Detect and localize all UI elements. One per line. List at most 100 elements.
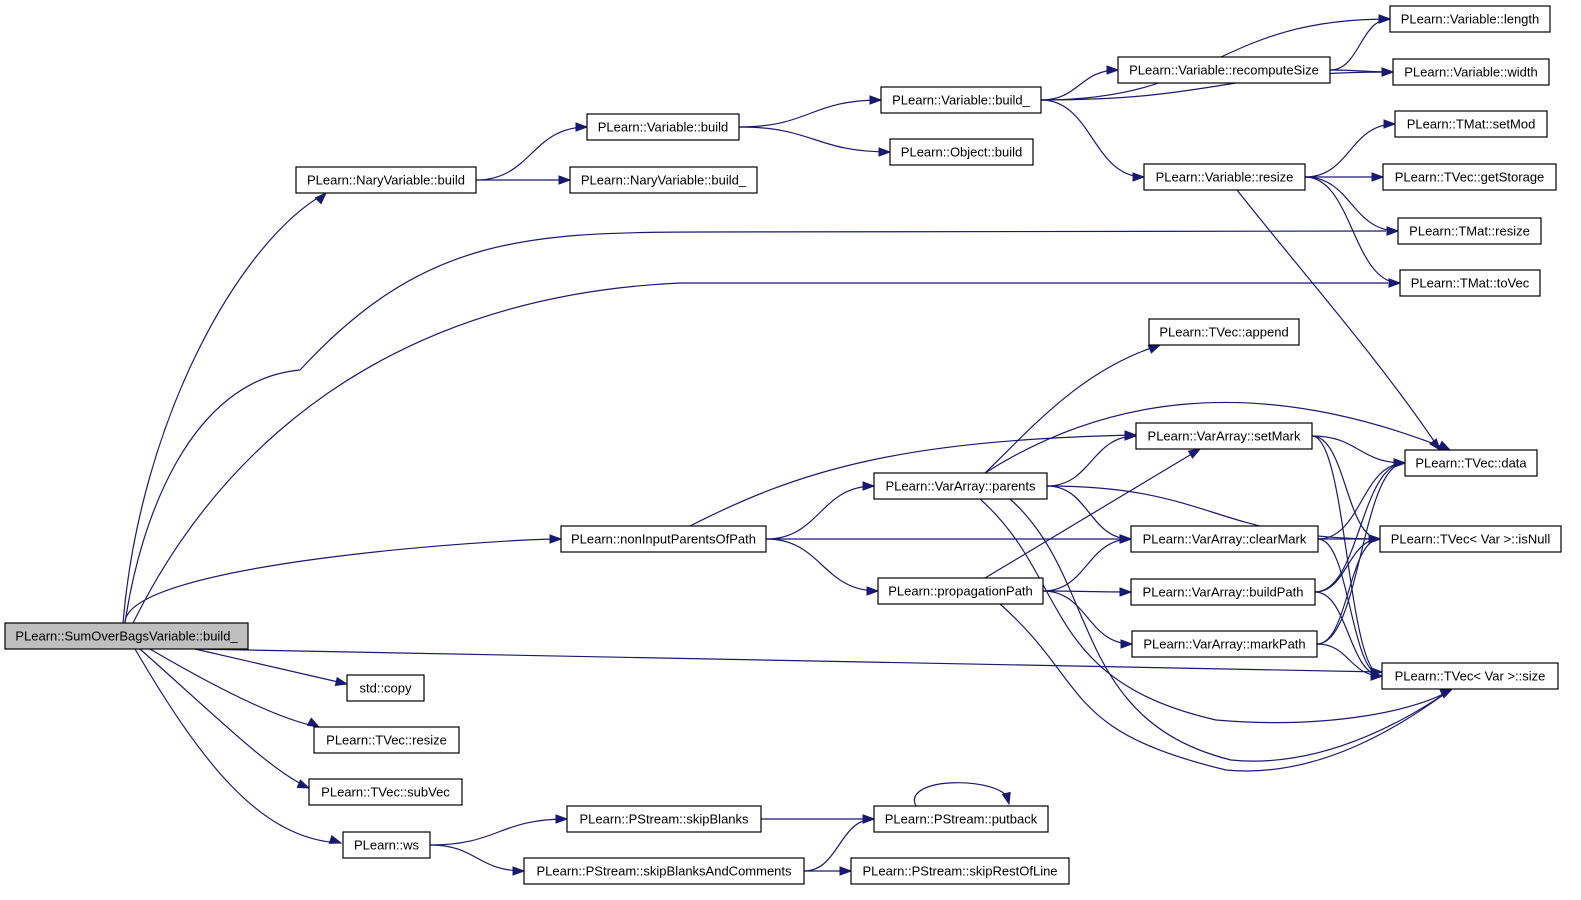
node-box-putback[interactable] — [873, 805, 1049, 833]
edge-vbuild-to-vbuild_ — [738, 99, 882, 128]
node-box-getstorage[interactable] — [1382, 163, 1557, 191]
node-setmod[interactable]: PLearn::TMat::setMod — [1394, 110, 1548, 138]
node-box-vbuild_[interactable] — [880, 86, 1042, 114]
edge-ws-to-skipcomments — [429, 844, 525, 872]
node-skipcomments[interactable]: PLearn::PStream::skipBlanksAndComments — [523, 857, 805, 885]
edge-propagation-to-markpath-arrowhead — [1120, 639, 1134, 649]
node-isnull[interactable]: PLearn::TVec< Var >::isNull — [1379, 525, 1562, 553]
edge-ws-to-skipblanks-arrowhead — [555, 814, 569, 824]
node-getstorage[interactable]: PLearn::TVec::getStorage — [1382, 163, 1557, 191]
edge-markpath-to-isnull — [1316, 538, 1381, 645]
node-markpath[interactable]: PLearn::VarArray::markPath — [1131, 630, 1318, 658]
node-vbuild_[interactable]: PLearn::Variable::build_ — [880, 86, 1042, 114]
node-clearmark[interactable]: PLearn::VarArray::clearMark — [1130, 525, 1319, 553]
node-box-tovec[interactable] — [1399, 269, 1541, 297]
node-box-markpath[interactable] — [1131, 630, 1318, 658]
edge-vresize-to-tmatresize — [1304, 176, 1399, 232]
node-box-isnull[interactable] — [1379, 525, 1562, 553]
edge-parents-to-tvecsize-2 — [1009, 498, 1453, 762]
node-box-obuild[interactable] — [889, 138, 1034, 166]
node-box-vwidth[interactable] — [1392, 58, 1550, 86]
node-nonInput[interactable]: PLearn::nonInputParentsOfPath — [560, 525, 767, 553]
node-box-skipcomments[interactable] — [523, 857, 805, 885]
node-box-append[interactable] — [1148, 318, 1300, 346]
node-root[interactable]: PLearn::SumOverBagsVariable::build_ — [4, 622, 249, 650]
node-box-clearmark[interactable] — [1130, 525, 1319, 553]
edge-vresize-to-tovec — [1304, 176, 1401, 284]
node-box-parents[interactable] — [873, 472, 1048, 500]
node-label-stdcopy: std::copy — [359, 681, 412, 696]
node-propagation[interactable]: PLearn::propagationPath — [877, 577, 1044, 605]
node-skiprest[interactable]: PLearn::PStream::skipRestOfLine — [850, 857, 1070, 885]
node-tvecsize[interactable]: PLearn::TVec< Var >::size — [1381, 662, 1559, 690]
edge-root-to-ws-arrowhead — [328, 834, 343, 844]
node-label-subvec: PLearn::TVec::subVec — [321, 785, 450, 800]
edge-propagation-to-clearmark-arrowhead — [1119, 534, 1133, 544]
node-vlength[interactable]: PLearn::Variable::length — [1389, 5, 1551, 33]
node-ws[interactable]: PLearn::ws — [342, 831, 431, 859]
node-box-tvecresize[interactable] — [313, 726, 460, 754]
node-tvecdata[interactable]: PLearn::TVec::data — [1404, 449, 1538, 477]
node-box-propagation[interactable] — [877, 577, 1044, 605]
node-label-skipcomments: PLearn::PStream::skipBlanksAndComments — [536, 864, 792, 879]
nodes-layer: PLearn::SumOverBagsVariable::build_PLear… — [4, 5, 1562, 885]
edge-parents-to-setmark — [1046, 435, 1137, 487]
node-box-vresize[interactable] — [1143, 163, 1306, 191]
node-skipblanks[interactable]: PLearn::PStream::skipBlanks — [566, 805, 762, 833]
node-box-tmatresize[interactable] — [1397, 217, 1542, 245]
node-box-skipblanks[interactable] — [566, 805, 762, 833]
edge-vbuild_-to-recompute-arrowhead — [1106, 65, 1120, 75]
node-recompute[interactable]: PLearn::Variable::recomputeSize — [1117, 56, 1331, 84]
node-box-tvecdata[interactable] — [1404, 449, 1538, 477]
node-box-vlength[interactable] — [1389, 5, 1551, 33]
node-box-subvec[interactable] — [308, 778, 463, 806]
edge-nonInput-to-parents — [765, 485, 875, 540]
node-box-setmark[interactable] — [1135, 422, 1313, 450]
node-tovec[interactable]: PLearn::TMat::toVec — [1399, 269, 1541, 297]
node-box-tvecsize[interactable] — [1381, 662, 1559, 690]
node-box-stdcopy[interactable] — [346, 674, 425, 702]
edge-vresize-to-tmatresize-arrowhead — [1386, 226, 1400, 236]
node-box-nvbuild[interactable] — [295, 166, 477, 194]
edge-markpath-to-isnull-arrowhead — [1368, 534, 1382, 544]
node-obuild[interactable]: PLearn::Object::build — [889, 138, 1034, 166]
node-box-buildpath[interactable] — [1130, 578, 1316, 606]
node-nvbuild[interactable]: PLearn::NaryVariable::build — [295, 166, 477, 194]
node-box-vbuild[interactable] — [586, 113, 740, 141]
edge-nonInput-to-parents-arrowhead — [862, 481, 876, 491]
edge-vbuild_-to-vwidth — [1040, 71, 1394, 101]
edge-root-to-stdcopy — [194, 648, 348, 685]
node-label-obuild: PLearn::Object::build — [901, 145, 1022, 160]
node-box-skiprest[interactable] — [850, 857, 1070, 885]
node-parents[interactable]: PLearn::VarArray::parents — [873, 472, 1048, 500]
edge-nvbuild-to-nvbuild_-arrowhead — [558, 175, 572, 185]
node-vwidth[interactable]: PLearn::Variable::width — [1392, 58, 1550, 86]
edge-nvbuild-to-vbuild-arrowhead — [575, 122, 589, 132]
node-vbuild[interactable]: PLearn::Variable::build — [586, 113, 740, 141]
node-subvec[interactable]: PLearn::TVec::subVec — [308, 778, 463, 806]
node-tmatresize[interactable]: PLearn::TMat::resize — [1397, 217, 1542, 245]
edge-vbuild-to-vbuild_-arrowhead — [869, 95, 883, 105]
node-label-vwidth: PLearn::Variable::width — [1404, 65, 1537, 80]
edge-root-to-nonInput-arrowhead — [549, 534, 563, 544]
node-buildpath[interactable]: PLearn::VarArray::buildPath — [1130, 578, 1316, 606]
node-box-recompute[interactable] — [1117, 56, 1331, 84]
node-box-ws[interactable] — [342, 831, 431, 859]
node-box-nonInput[interactable] — [560, 525, 767, 553]
node-vresize[interactable]: PLearn::Variable::resize — [1143, 163, 1306, 191]
node-append[interactable]: PLearn::TVec::append — [1148, 318, 1300, 346]
node-box-root[interactable] — [4, 622, 249, 650]
node-box-setmod[interactable] — [1394, 110, 1548, 138]
edge-propagation-to-buildpath-arrowhead — [1119, 587, 1133, 597]
edge-parents-to-tvecsize — [979, 498, 1453, 724]
node-box-nvbuild_[interactable] — [569, 166, 758, 194]
node-putback[interactable]: PLearn::PStream::putback — [873, 805, 1049, 833]
edge-putback-to-putback-arrowhead — [1001, 791, 1011, 806]
node-stdcopy[interactable]: std::copy — [346, 674, 425, 702]
node-label-setmod: PLearn::TMat::setMod — [1407, 117, 1536, 132]
node-nvbuild_[interactable]: PLearn::NaryVariable::build_ — [569, 166, 758, 194]
node-setmark[interactable]: PLearn::VarArray::setMark — [1135, 422, 1313, 450]
edge-markpath-to-tvecdata-arrowhead — [1393, 458, 1407, 468]
node-tvecresize[interactable]: PLearn::TVec::resize — [313, 726, 460, 754]
